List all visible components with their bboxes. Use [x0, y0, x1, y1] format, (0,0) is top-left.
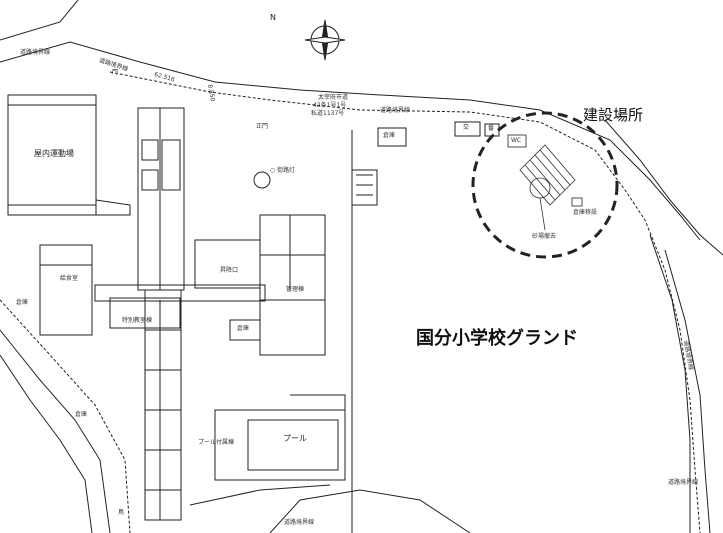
pool-annex-label: プール付属棟	[198, 439, 235, 446]
storage-top-label: 倉庫	[383, 132, 396, 139]
kanri-label: 管理棟	[286, 286, 305, 293]
construction-site-circle	[471, 111, 619, 259]
entrance-block	[194, 239, 261, 289]
kyushoku-building	[39, 244, 93, 336]
kanri-building	[259, 214, 326, 356]
main-gate-label: 正門	[256, 123, 269, 130]
road-boundary-label-left: 道路境界線	[20, 49, 51, 56]
storage-move-label: 倉庫移設	[573, 209, 598, 216]
classroom-block-north	[137, 107, 185, 291]
lamp-circle	[253, 171, 271, 189]
road-edge-inner	[109, 71, 701, 533]
gate-label-1: 門	[112, 69, 119, 76]
storage-west-2: 倉庫	[75, 411, 88, 418]
street-line-2: 42条1号1号	[313, 102, 347, 109]
storage-label: 倉庫	[237, 325, 250, 332]
street-line-3: 私道1137号	[311, 110, 345, 117]
entrance-label: 昇降口	[220, 267, 239, 274]
svg-text:N: N	[270, 13, 276, 22]
road-boundary-label-mid: 道路境界線	[380, 107, 411, 114]
road-edge-outer	[604, 119, 723, 256]
road-boundary-top	[0, 41, 701, 241]
road-boundary-label-br: 道路境界線	[668, 479, 699, 486]
grounds-label: 国分小学校グランド	[416, 328, 578, 349]
pool	[247, 419, 339, 471]
compass-icon	[304, 19, 346, 61]
right-road-edge-2	[664, 249, 711, 533]
sandbox-area	[519, 144, 576, 231]
pool-label: プール	[283, 434, 307, 443]
construction-site-label: 建設場所	[583, 106, 644, 124]
indoor-gym-building	[7, 94, 97, 216]
storage-west-1: 倉庫	[16, 299, 29, 306]
wc-label: WC	[511, 137, 522, 144]
sandbox-removal-label: 砂場撤去	[532, 233, 557, 240]
bird-label: 鳥	[118, 509, 125, 516]
special-classroom-block	[109, 297, 181, 329]
tokubetsu-label: 特別教室棟	[122, 317, 153, 324]
road-boundary-top-left	[0, 0, 79, 41]
right-road-edge	[649, 234, 691, 533]
bunko-label: 交	[463, 124, 470, 131]
road-bottom-2	[189, 484, 331, 506]
road-boundary-label-bottom: 道路境界線	[284, 519, 315, 526]
classroom-block-south	[144, 289, 182, 521]
pool-annex	[214, 409, 346, 481]
koban-label: 番	[488, 125, 495, 132]
lamp-label: ○ 街路灯	[270, 167, 296, 174]
road-left-3	[0, 299, 131, 533]
kyushoku-label: 給食室	[60, 275, 79, 282]
street-line-1: 太宰府市道	[318, 94, 349, 101]
road-left-1	[0, 329, 111, 533]
road-left-2	[0, 354, 93, 533]
road-bottom	[269, 489, 471, 533]
storage-top	[377, 127, 407, 147]
indoor-gym-label: 屋内運動場	[34, 149, 74, 158]
